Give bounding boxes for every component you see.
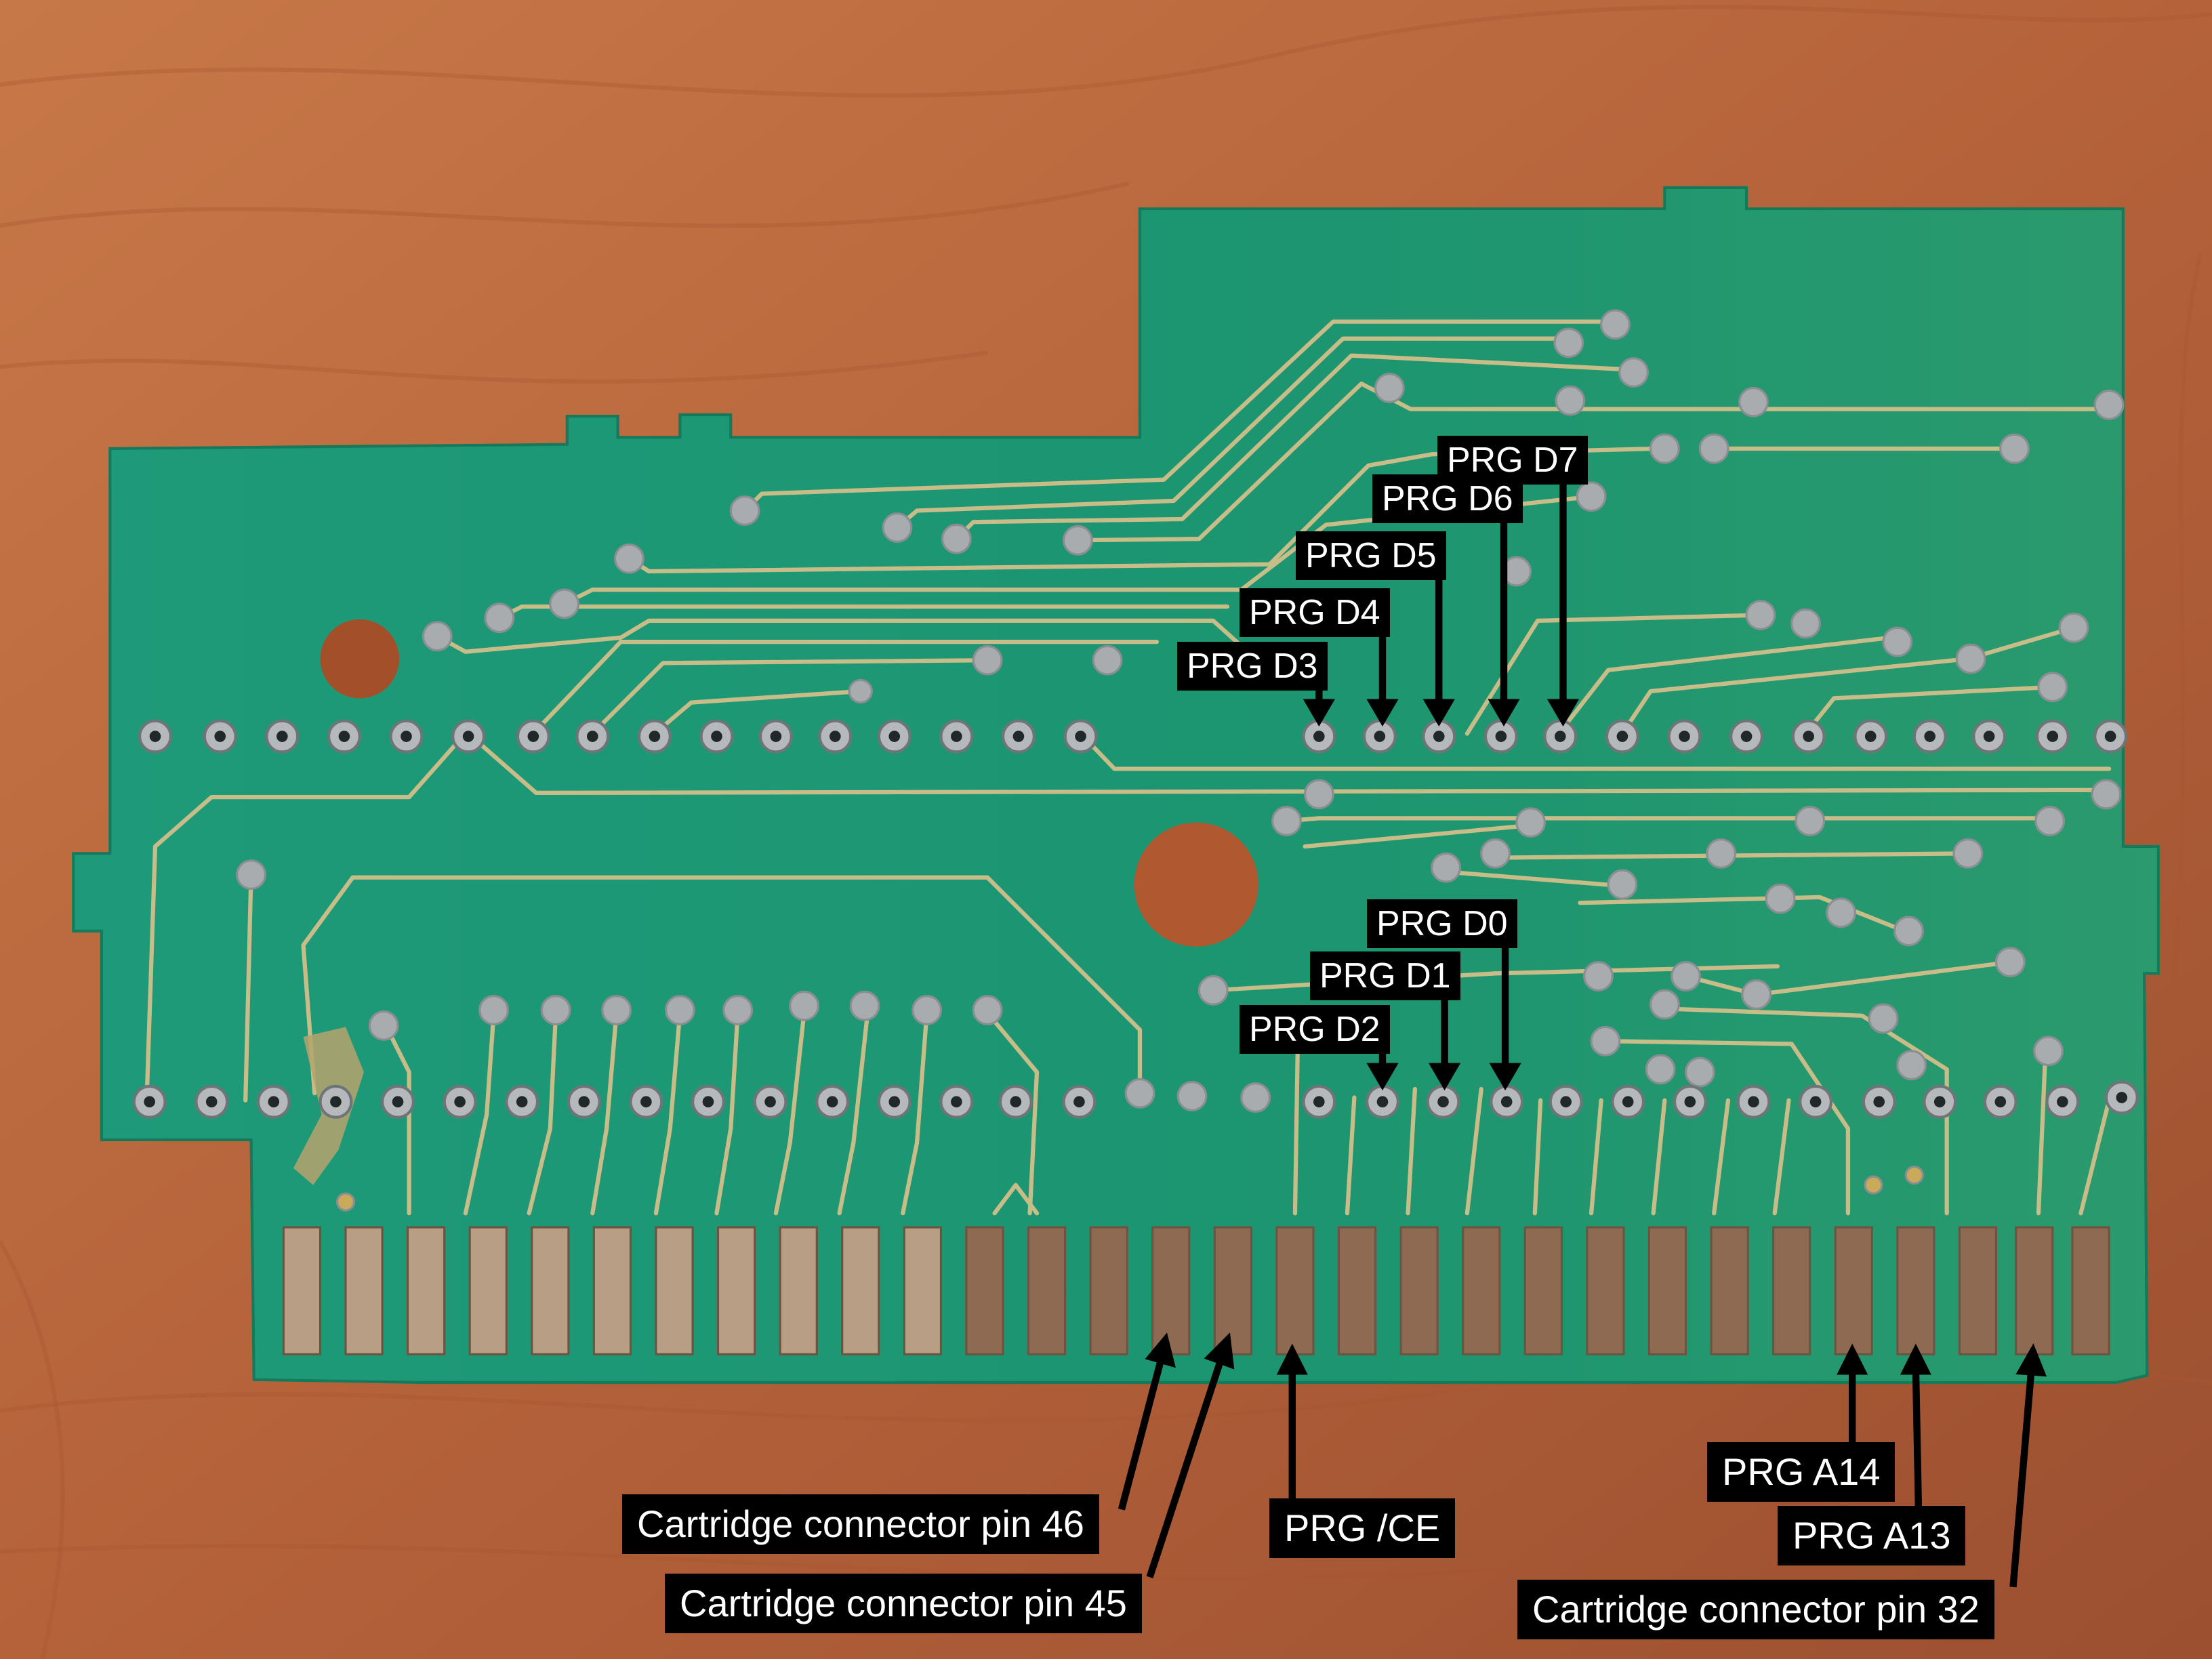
label-prg-a14: PRG A14: [1707, 1442, 1896, 1502]
label-prg-d0: PRG D0: [1367, 899, 1517, 948]
label-prg-d3: PRG D3: [1177, 642, 1328, 691]
label-prg-d2: PRG D2: [1240, 1005, 1390, 1054]
label-prg-d5: PRG D5: [1296, 531, 1446, 580]
label-prg-d6: PRG D6: [1372, 474, 1523, 523]
wood-grain: [0, 5, 2212, 1659]
edge-connector-fingers: [282, 1226, 2110, 1355]
annotation-arrows: [1118, 474, 2047, 1588]
label-prg-a13: PRG A13: [1778, 1506, 1966, 1565]
label-cartridge-pin-32: Cartridge connector pin 32: [1517, 1580, 1994, 1639]
label-prg-d4: PRG D4: [1240, 588, 1390, 637]
label-cartridge-pin-46: Cartridge connector pin 46: [622, 1494, 1099, 1554]
chip-holes-top-row: [149, 731, 2116, 742]
label-cartridge-pin-45: Cartridge connector pin 45: [665, 1574, 1142, 1633]
label-prg-d1: PRG D1: [1310, 951, 1460, 1000]
via-pads: [236, 309, 2125, 1212]
chip-holes-bottom-row: [144, 1092, 2128, 1108]
label-prg-ce: PRG /CE: [1269, 1498, 1456, 1558]
pcb-board: [72, 186, 2160, 1385]
mount-hole-center: [1134, 822, 1258, 947]
mount-hole-left: [320, 619, 400, 699]
